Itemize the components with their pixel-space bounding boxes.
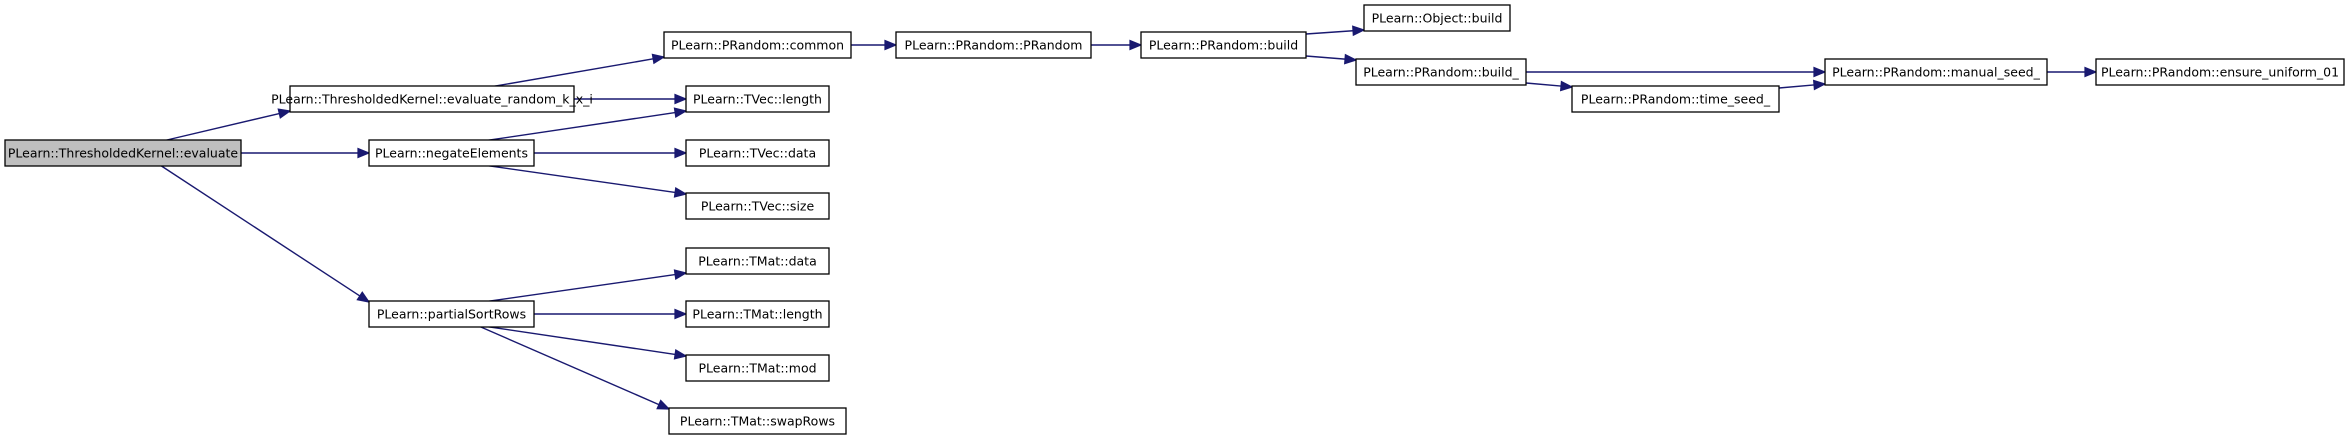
node-label: PLearn::TVec::length xyxy=(693,92,822,107)
arrowhead-evaluate-to-partialSortRows xyxy=(356,291,371,303)
edge-evaluate-to-evaluate_random xyxy=(158,112,280,143)
node-label: PLearn::ThresholdedKernel::evaluate_rand… xyxy=(271,92,593,107)
node-label: PLearn::TVec::data xyxy=(699,146,816,161)
node-label: PLearn::ThresholdedKernel::evaluate xyxy=(8,146,239,161)
arrowhead-time_seed-to-manual_seed xyxy=(1812,79,1827,91)
node-label: PLearn::Object::build xyxy=(1372,11,1503,26)
arrowhead-evaluate_random-to-tvec_length xyxy=(674,93,688,105)
edge-time_seed-to-manual_seed xyxy=(1778,84,1815,89)
arrowhead-prandom_ctor-to-prandom_build xyxy=(1129,39,1143,51)
node-label: PLearn::TMat::length xyxy=(692,307,822,322)
node-box xyxy=(895,31,1092,59)
edge-evaluate-to-partialSortRows xyxy=(158,163,361,297)
node-box xyxy=(685,354,830,382)
arrowhead-partialSortRows-to-tmat_mod xyxy=(673,348,688,360)
edge-prandom_build_-to-time_seed xyxy=(1525,82,1562,87)
arrowhead-partialSortRows-to-tmat_length xyxy=(674,308,688,320)
node-label: PLearn::negateElements xyxy=(375,146,528,161)
node-prandom_build_[interactable]: PLearn::PRandom::build_ xyxy=(1355,58,1527,86)
node-box xyxy=(289,85,575,113)
node-prandom_common[interactable]: PLearn::PRandom::common xyxy=(663,31,852,59)
node-tvec_data[interactable]: PLearn::TVec::data xyxy=(685,139,830,167)
arrowhead-evaluate-to-evaluate_random xyxy=(277,108,292,119)
node-manual_seed[interactable]: PLearn::PRandom::manual_seed_ xyxy=(1824,58,2048,86)
edge-partialSortRows-to-tmat_swapRows xyxy=(475,324,660,406)
arrowhead-prandom_common-to-prandom_ctor xyxy=(884,39,898,51)
node-box xyxy=(1140,31,1307,59)
node-label: PLearn::PRandom::build_ xyxy=(1363,65,1519,80)
node-box xyxy=(685,192,830,220)
node-box xyxy=(1571,85,1780,113)
edges-layer xyxy=(158,25,2098,410)
node-box xyxy=(685,247,830,275)
node-tvec_size[interactable]: PLearn::TVec::size xyxy=(685,192,830,220)
edge-negateElements-to-tvec_length xyxy=(476,111,676,143)
node-box xyxy=(668,407,847,435)
arrowhead-negateElements-to-tvec_length xyxy=(673,107,688,119)
arrowhead-negateElements-to-tvec_data xyxy=(674,147,688,159)
node-evaluate_random[interactable]: PLearn::ThresholdedKernel::evaluate_rand… xyxy=(271,85,593,113)
node-label: PLearn::TMat::swapRows xyxy=(680,414,835,429)
node-partialSortRows[interactable]: PLearn::partialSortRows xyxy=(368,300,535,328)
arrowhead-prandom_build_-to-time_seed xyxy=(1559,80,1574,92)
edge-prandom_build-to-prandom_build_ xyxy=(1305,55,1346,60)
edge-partialSortRows-to-tmat_mod xyxy=(476,324,676,356)
edge-evaluate_random-to-prandom_common xyxy=(483,58,654,89)
node-label: PLearn::PRandom::time_seed_ xyxy=(1581,92,1771,107)
node-tmat_mod[interactable]: PLearn::TMat::mod xyxy=(685,354,830,382)
node-evaluate[interactable]: PLearn::ThresholdedKernel::evaluate xyxy=(4,139,242,167)
node-tmat_data[interactable]: PLearn::TMat::data xyxy=(685,247,830,275)
edge-negateElements-to-tvec_size xyxy=(476,163,676,194)
node-box xyxy=(1363,4,1511,32)
node-box xyxy=(663,31,852,59)
arrowhead-evaluate_random-to-prandom_common xyxy=(651,53,666,65)
node-box xyxy=(2095,58,2345,86)
node-box xyxy=(685,139,830,167)
nodes-layer: PLearn::ThresholdedKernel::evaluatePLear… xyxy=(4,4,2345,435)
node-label: PLearn::TMat::mod xyxy=(698,361,816,376)
node-prandom_ctor[interactable]: PLearn::PRandom::PRandom xyxy=(895,31,1092,59)
node-label: PLearn::PRandom::build xyxy=(1149,38,1298,53)
node-object_build[interactable]: PLearn::Object::build xyxy=(1363,4,1511,32)
node-label: PLearn::PRandom::manual_seed_ xyxy=(1832,65,2041,80)
arrowhead-prandom_build_-to-manual_seed xyxy=(1813,66,1827,78)
node-tmat_swapRows[interactable]: PLearn::TMat::swapRows xyxy=(668,407,847,435)
node-tvec_length[interactable]: PLearn::TVec::length xyxy=(685,85,830,113)
edge-partialSortRows-to-tmat_data xyxy=(476,273,676,304)
node-box xyxy=(368,139,535,167)
node-negateElements[interactable]: PLearn::negateElements xyxy=(368,139,535,167)
arrowhead-partialSortRows-to-tmat_swapRows xyxy=(656,399,671,410)
node-label: PLearn::PRandom::common xyxy=(671,38,844,53)
node-box xyxy=(685,300,830,328)
node-tmat_length[interactable]: PLearn::TMat::length xyxy=(685,300,830,328)
arrowhead-evaluate-to-negateElements xyxy=(357,147,371,159)
node-box xyxy=(685,85,830,113)
node-label: PLearn::PRandom::ensure_uniform_01 xyxy=(2101,65,2339,80)
edge-prandom_build-to-object_build xyxy=(1305,30,1354,35)
node-box xyxy=(1355,58,1527,86)
node-prandom_build[interactable]: PLearn::PRandom::build xyxy=(1140,31,1307,59)
node-label: PLearn::partialSortRows xyxy=(377,307,526,322)
arrowhead-manual_seed-to-ensure_uniform xyxy=(2084,66,2098,78)
node-label: PLearn::TMat::data xyxy=(698,254,816,269)
node-label: PLearn::TVec::size xyxy=(701,199,815,214)
node-time_seed[interactable]: PLearn::PRandom::time_seed_ xyxy=(1571,85,1780,113)
arrowhead-partialSortRows-to-tmat_data xyxy=(673,269,688,280)
node-box xyxy=(1824,58,2048,86)
arrowhead-negateElements-to-tvec_size xyxy=(673,187,688,198)
node-label: PLearn::PRandom::PRandom xyxy=(905,38,1083,53)
node-ensure_uniform[interactable]: PLearn::PRandom::ensure_uniform_01 xyxy=(2095,58,2345,86)
node-box xyxy=(368,300,535,328)
node-box xyxy=(4,139,242,167)
arrowhead-prandom_build-to-prandom_build_ xyxy=(1344,53,1358,65)
arrowhead-prandom_build-to-object_build xyxy=(1352,25,1366,37)
